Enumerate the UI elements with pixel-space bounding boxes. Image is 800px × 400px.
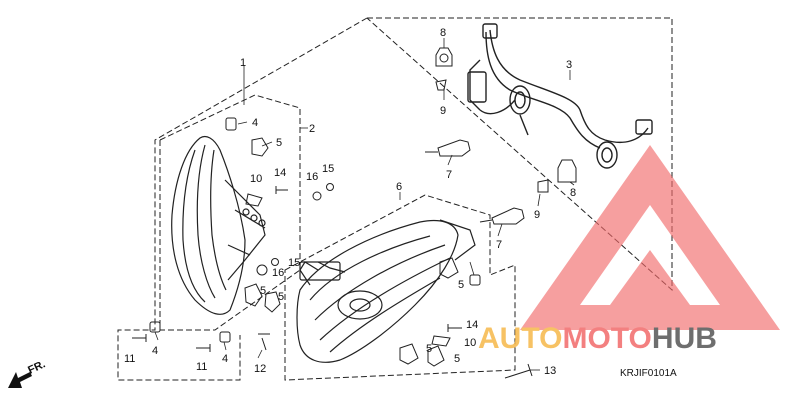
callout-5d: 5 bbox=[458, 279, 464, 291]
direction-arrow-icon bbox=[8, 372, 32, 388]
callout-4a: 4 bbox=[252, 117, 258, 129]
callout-10b: 10 bbox=[464, 337, 476, 349]
callout-11b: 11 bbox=[196, 361, 207, 373]
callout-8a: 8 bbox=[440, 27, 446, 39]
callout-14a: 14 bbox=[274, 167, 286, 179]
callout-5c: 5 bbox=[278, 291, 284, 303]
callout-1: 1 bbox=[240, 57, 246, 69]
callout-9a: 9 bbox=[440, 105, 446, 117]
callout-7a: 7 bbox=[446, 169, 452, 181]
callout-5e: 5 bbox=[426, 343, 432, 355]
watermark-moto: MOTO bbox=[562, 322, 651, 355]
callout-13: 13 bbox=[544, 365, 556, 377]
wire-harness bbox=[467, 23, 653, 169]
watermark-hub: HUB bbox=[652, 322, 717, 355]
callout-14b: 14 bbox=[466, 319, 478, 331]
callout-4c: 4 bbox=[222, 353, 228, 365]
callout-12: 12 bbox=[254, 363, 266, 375]
callout-16b: 16 bbox=[272, 267, 284, 279]
callout-4b: 4 bbox=[152, 345, 158, 357]
callout-15a: 15 bbox=[322, 163, 334, 175]
callout-15b: 15 bbox=[288, 257, 300, 269]
watermark-logo: AUTOMOTOHUB bbox=[478, 145, 780, 355]
turn-signal-lens bbox=[171, 135, 266, 315]
callout-5a: 5 bbox=[276, 137, 282, 149]
watermark-text: AUTOMOTOHUB bbox=[478, 322, 717, 355]
direction-label: FR. bbox=[26, 358, 47, 376]
diagram-code: KRJIF0101A bbox=[620, 368, 677, 379]
callout-5b: 5 bbox=[260, 285, 266, 297]
outline-main bbox=[117, 17, 368, 381]
watermark-auto: AUTO bbox=[478, 322, 562, 355]
front-direction-indicator: FR. bbox=[8, 358, 47, 388]
callout-10a: 10 bbox=[250, 173, 262, 185]
callout-9b: 9 bbox=[534, 209, 540, 221]
callout-5f: 5 bbox=[454, 353, 460, 365]
leader-lines bbox=[154, 38, 575, 371]
watermark-triangle-icon bbox=[520, 145, 780, 330]
callout-7b: 7 bbox=[496, 239, 502, 251]
callouts: 1 2 3 4 4 4 5 5 5 5 5 5 6 7 7 8 8 9 9 10… bbox=[124, 27, 576, 377]
small-parts bbox=[132, 47, 577, 379]
callout-8b: 8 bbox=[570, 187, 576, 199]
callout-11a: 11 bbox=[124, 353, 135, 365]
outline-1 bbox=[366, 17, 673, 292]
callout-16a: 16 bbox=[306, 171, 318, 183]
headlight-assembly bbox=[296, 219, 476, 363]
outline-6 bbox=[284, 194, 516, 381]
callout-3: 3 bbox=[566, 59, 572, 71]
callout-6: 6 bbox=[396, 181, 402, 193]
callout-2: 2 bbox=[309, 123, 315, 135]
